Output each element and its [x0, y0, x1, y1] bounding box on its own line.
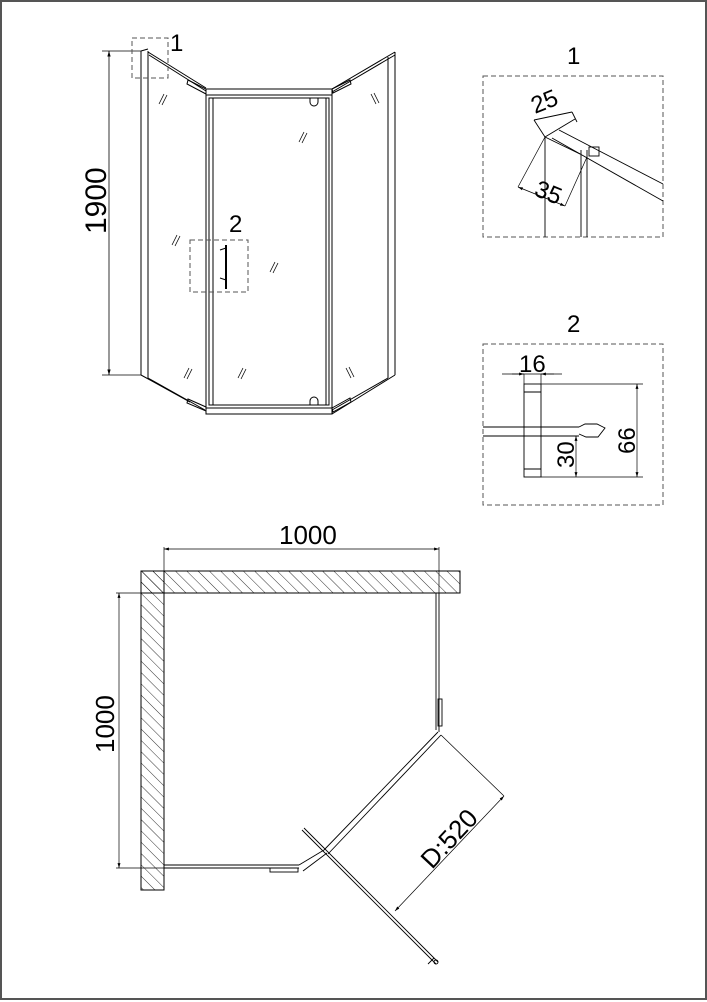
detail-2-title: 2 [567, 311, 580, 338]
wall-left [140, 570, 165, 891]
detail-1-title: 1 [567, 43, 580, 70]
glass-reflection-marks [158, 92, 380, 380]
height-dimension-label: 1900 [80, 167, 113, 234]
detail-2: 2 16 66 30 [482, 311, 664, 506]
callout-1-label: 1 [170, 30, 183, 57]
plan-width-label: 1000 [279, 520, 337, 550]
callout-box-1 [131, 37, 169, 79]
front-view [102, 48, 396, 415]
detail-1: 1 25 35 [482, 43, 664, 238]
detail-2-dim-66: 66 [614, 427, 641, 454]
detail-2-dim-30: 30 [553, 441, 580, 468]
plan-view: 1000 1000 D:520 [90, 520, 505, 965]
callout-box-2 [189, 239, 249, 293]
detail-1-dim-25: 25 [527, 85, 562, 120]
detail-2-frame [482, 343, 664, 506]
detail-2-dim-16: 16 [519, 351, 546, 378]
door-width-label: D:520 [414, 803, 483, 874]
wall-top [140, 570, 461, 594]
callout-2-label: 2 [229, 211, 242, 238]
height-dimension [102, 50, 141, 376]
detail-1-frame [482, 75, 664, 238]
plan-depth-label: 1000 [90, 695, 120, 753]
detail-1-dim-35: 35 [531, 176, 566, 211]
